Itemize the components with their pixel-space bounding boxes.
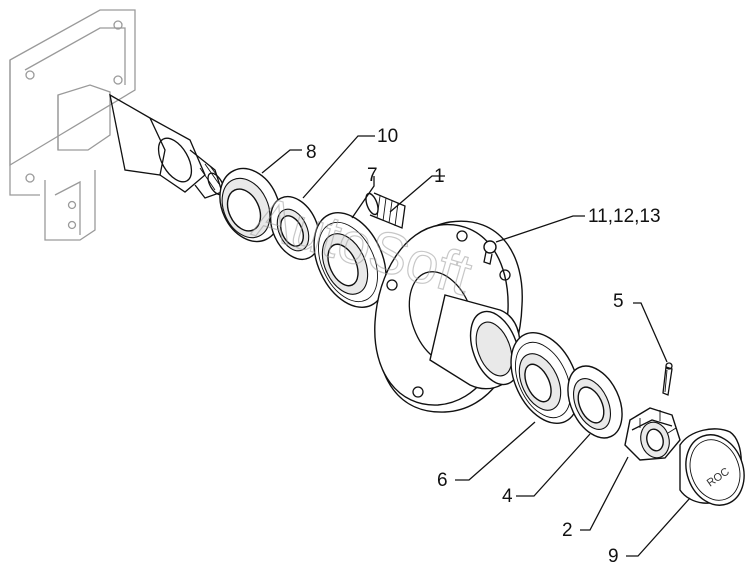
part-5-cotter-pin (662, 362, 673, 396)
callout-5: 5 (613, 291, 624, 312)
leader-lines (261, 135, 691, 557)
part-9-hub-cap: ROC (679, 428, 745, 506)
callout-2: 2 (562, 520, 573, 541)
callout-4: 4 (502, 486, 513, 507)
part-2-castle-nut (624, 407, 681, 461)
callout-1: 1 (434, 166, 445, 187)
wheel-hub (374, 220, 523, 413)
callout-6: 6 (437, 470, 448, 491)
callout-10: 10 (377, 126, 398, 147)
callout-9: 9 (608, 546, 619, 567)
spindle-shaft (109, 93, 225, 199)
part-1-wheel-stud (365, 192, 406, 229)
callout-7: 7 (367, 165, 378, 186)
part-8-seal (219, 167, 281, 243)
part-10-washer (269, 195, 321, 261)
callout-11-12-13: 11,12,13 (588, 206, 661, 227)
callout-8: 8 (306, 142, 317, 163)
knuckle-bracket (9, 9, 136, 241)
callout-labels: 8 10 7 1 11,12,13 5 6 4 2 9 (306, 126, 661, 567)
part-4-washer (567, 365, 623, 439)
part-6-outer-bearing (510, 331, 580, 425)
part-7-inner-bearing (313, 212, 387, 308)
